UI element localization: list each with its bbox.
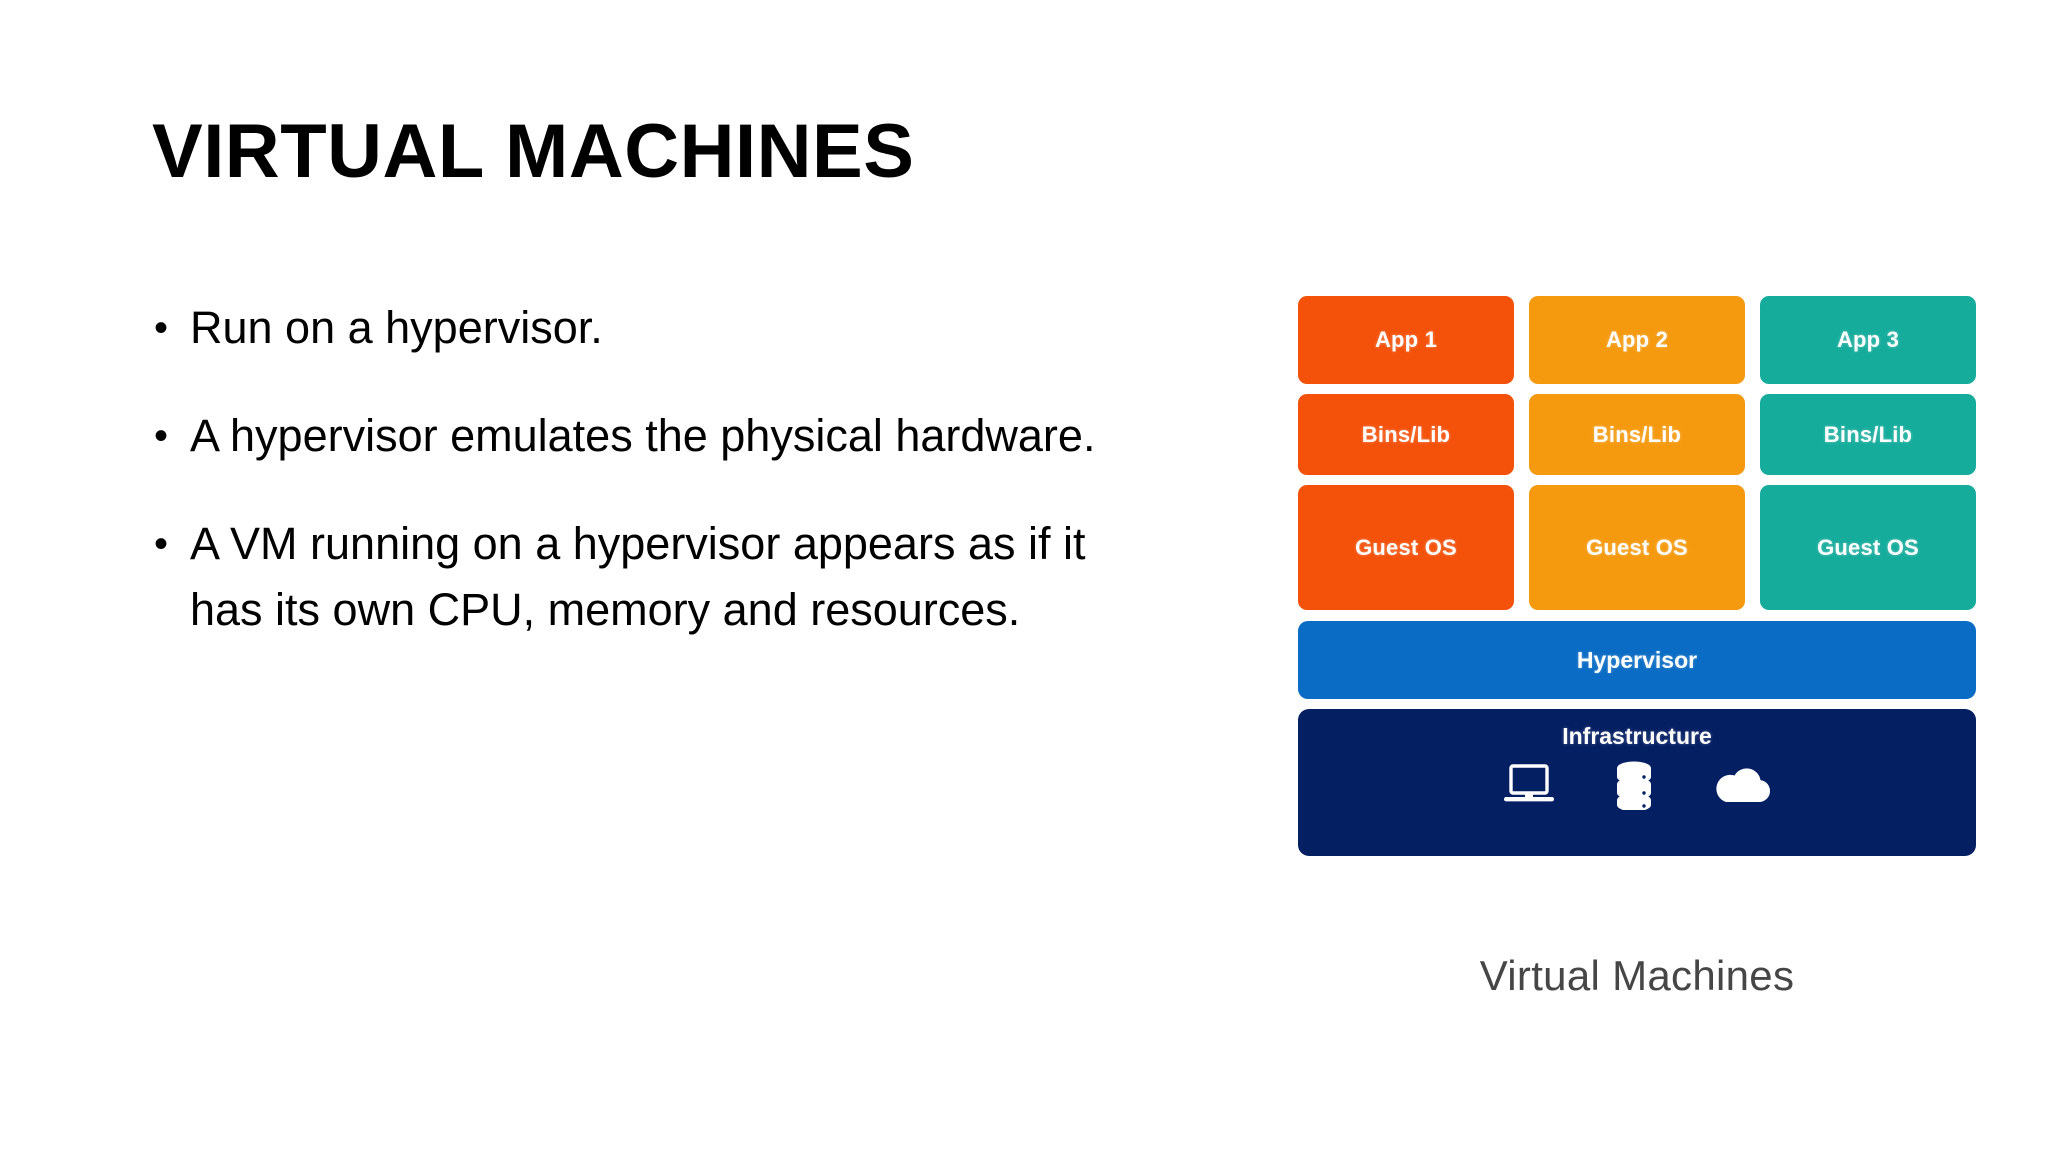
database-icon xyxy=(1612,760,1656,810)
app-box: App 1 xyxy=(1298,296,1514,384)
bullet-list: • Run on a hypervisor. • A hypervisor em… xyxy=(150,295,1150,685)
vm-column-3: App 3 Bins/Lib Guest OS xyxy=(1760,296,1976,610)
infrastructure-label: Infrastructure xyxy=(1562,723,1712,749)
guest-os-box: Guest OS xyxy=(1760,485,1976,610)
bins-lib-box: Bins/Lib xyxy=(1760,394,1976,475)
list-item: • A VM running on a hypervisor appears a… xyxy=(150,511,1150,643)
bullet-text: Run on a hypervisor. xyxy=(190,302,603,353)
hypervisor-bar: Hypervisor xyxy=(1298,621,1976,699)
bullet-marker-icon: • xyxy=(154,306,169,350)
infrastructure-block: Infrastructure xyxy=(1298,709,1976,856)
bins-lib-box: Bins/Lib xyxy=(1298,394,1514,475)
infrastructure-icon-row xyxy=(1502,760,1772,810)
bullet-marker-icon: • xyxy=(154,414,169,458)
page-title: VIRTUAL MACHINES xyxy=(152,109,915,194)
laptop-icon xyxy=(1502,762,1556,808)
bullet-marker-icon: • xyxy=(154,522,169,566)
vm-column-2: App 2 Bins/Lib Guest OS xyxy=(1529,296,1745,610)
vm-stack-columns: App 1 Bins/Lib Guest OS App 2 Bins/Lib G… xyxy=(1298,296,1976,610)
list-item: • Run on a hypervisor. xyxy=(150,295,1150,361)
guest-os-box: Guest OS xyxy=(1529,485,1745,610)
bullet-text: A hypervisor emulates the physical hardw… xyxy=(190,410,1096,461)
cloud-icon xyxy=(1712,765,1772,805)
app-box: App 3 xyxy=(1760,296,1976,384)
diagram-caption: Virtual Machines xyxy=(1479,952,1795,999)
guest-os-box: Guest OS xyxy=(1298,485,1514,610)
bullet-text: A VM running on a hypervisor appears as … xyxy=(190,518,1086,635)
vm-column-1: App 1 Bins/Lib Guest OS xyxy=(1298,296,1514,610)
app-box: App 2 xyxy=(1529,296,1745,384)
vm-architecture-diagram: App 1 Bins/Lib Guest OS App 2 Bins/Lib G… xyxy=(1298,296,1976,856)
list-item: • A hypervisor emulates the physical har… xyxy=(150,403,1150,469)
bins-lib-box: Bins/Lib xyxy=(1529,394,1745,475)
